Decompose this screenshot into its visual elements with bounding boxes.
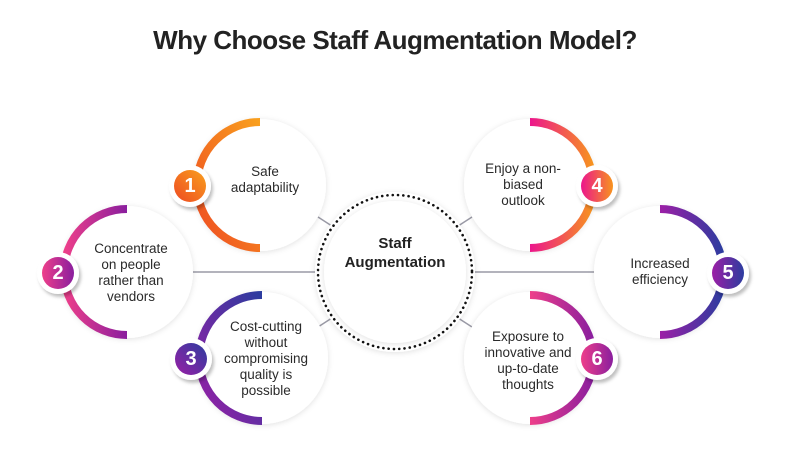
node-6-text: Exposure to innovative and up-to-date th… [484,329,572,392]
badge-number-2: 2 [52,262,64,284]
badges [37,165,749,380]
node-4-text: Enjoy a non-biased outlook [485,161,561,208]
node-2-text: Concentrate on people rather than vendor… [94,241,168,304]
badge-number-6: 6 [591,348,603,370]
center-label: Staff Augmentation [325,234,465,272]
node-5-text: Increased efficiency [630,256,690,287]
center-dotted-ring [316,193,474,351]
badge-number-1: 1 [184,175,196,197]
badge-number-4: 4 [591,175,603,197]
badge-number-5: 5 [722,262,734,284]
page-title: Why Choose Staff Augmentation Model? [153,25,637,55]
center-label-line1: Staff [378,235,412,252]
center-label-line2: Augmentation [344,254,446,271]
connector-lines [190,216,600,328]
node-3-text: Cost-cutting without compromising qualit… [223,319,309,398]
badge-number-3: 3 [185,348,197,370]
node-1-text: Safe adaptability [230,164,300,195]
